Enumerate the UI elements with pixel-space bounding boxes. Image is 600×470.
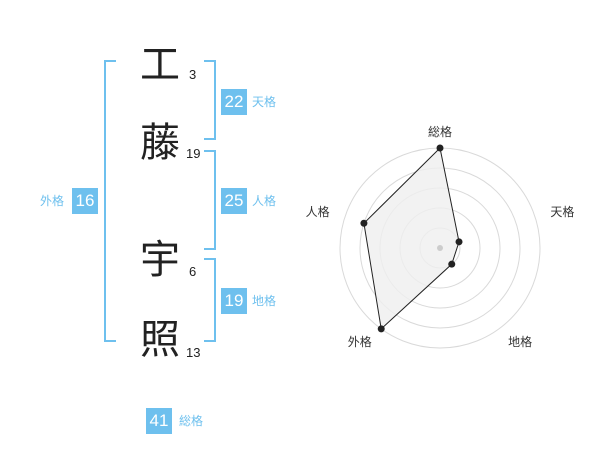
- gaikaku-value: 16: [72, 188, 98, 214]
- stroke-count-1: 3: [189, 67, 197, 82]
- name-char-2: 藤: [140, 120, 180, 166]
- gaikaku-bracket: [104, 60, 116, 342]
- stroke-count-4: 13: [186, 345, 201, 360]
- gaikaku-label: 外格: [40, 194, 65, 208]
- stroke-count-2: 19: [186, 146, 201, 161]
- name-char-3: 宇: [140, 237, 180, 283]
- chikaku-value: 19: [221, 288, 247, 314]
- radar-point-3: [377, 325, 385, 333]
- jinkaku-label: 人格: [252, 194, 277, 208]
- name-char-4: 照: [140, 317, 180, 363]
- radar-axis-label-0: 総格: [428, 124, 452, 139]
- radar-series-area: [363, 146, 460, 330]
- chikaku-label: 地格: [252, 294, 277, 308]
- chikaku-bracket: [204, 258, 216, 342]
- jinkaku-bracket: [204, 150, 216, 250]
- radar-point-4: [360, 219, 368, 227]
- radar-center-dot: [437, 245, 443, 251]
- jinkaku-value: 25: [221, 188, 247, 214]
- radar-point-1: [455, 238, 463, 246]
- radar-axis-label-1: 天格: [550, 204, 574, 219]
- radar-point-0: [436, 144, 444, 152]
- radar-axis-label-2: 地格: [508, 334, 532, 349]
- radar-point-2: [448, 260, 456, 268]
- tenkaku-value: 22: [221, 89, 247, 115]
- tenkaku-bracket: [204, 60, 216, 140]
- stroke-count-3: 6: [189, 264, 197, 279]
- radar-axis-label-3: 外格: [348, 334, 372, 349]
- tenkaku-label: 天格: [252, 95, 277, 109]
- radar-axis-label-4: 人格: [306, 204, 330, 219]
- soukaku-value: 41: [146, 408, 172, 434]
- soukaku-label: 総格: [179, 414, 204, 428]
- name-char-1: 工: [140, 42, 180, 88]
